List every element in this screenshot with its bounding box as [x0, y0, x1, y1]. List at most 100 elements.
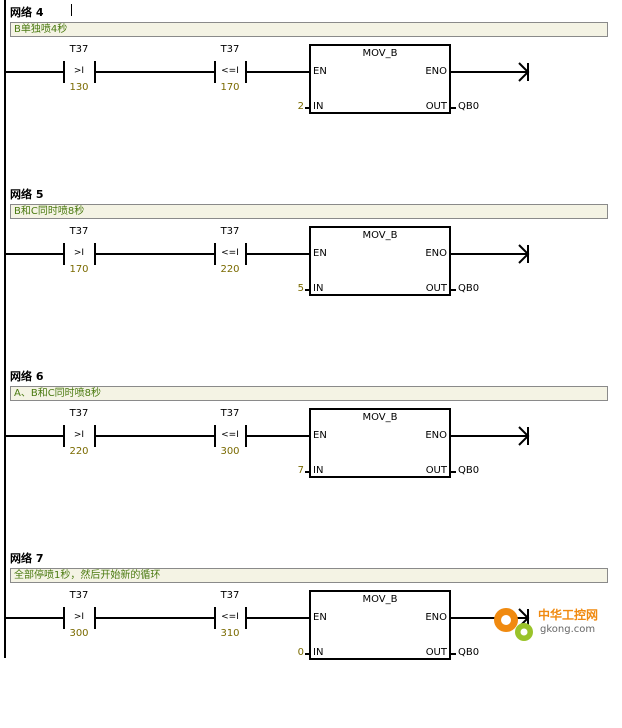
in-parameter[interactable]: 2 [297, 101, 304, 112]
contact-bar [245, 243, 247, 265]
contact-operand: T37 [220, 226, 240, 237]
contact-bar [94, 61, 96, 83]
contact-compare-value: 170 [220, 82, 240, 93]
network-comment[interactable]: B单独喷4秒 [10, 22, 608, 37]
contact-bar [94, 243, 96, 265]
watermark-text: 中华工控网 [538, 608, 599, 622]
compare-contact[interactable]: T37 <=I 310 [212, 590, 248, 640]
contact-compare-value: 220 [220, 264, 240, 275]
contact-bar [214, 243, 216, 265]
out-wire [451, 471, 456, 473]
block-title: MOV_B [362, 412, 398, 423]
rung-wire [246, 617, 309, 619]
in-parameter[interactable]: 5 [297, 283, 304, 294]
rung-end-marker [518, 244, 530, 264]
network[interactable]: 网络 7 全部停喷1秒，然后开始新的循环 T37 >I 300 T37 <=I 310 MOV_… [0, 546, 622, 728]
pin-en: EN [313, 248, 327, 259]
in-parameter[interactable]: 7 [297, 465, 304, 476]
contact-operator: >I [73, 612, 85, 622]
pin-out: OUT [425, 465, 447, 476]
in-wire [305, 653, 309, 655]
mov-b-block[interactable]: MOV_B EN ENO IN OUT [309, 226, 451, 296]
block-title: MOV_B [362, 594, 398, 605]
contact-compare-value: 130 [69, 82, 89, 93]
rung-wire [95, 253, 215, 255]
left-power-rail [4, 0, 6, 658]
contact-bar [245, 425, 247, 447]
rung-wire [6, 617, 64, 619]
rung-wire [95, 71, 215, 73]
contact-operand: T37 [220, 408, 240, 419]
pin-in: IN [313, 101, 324, 112]
out-parameter[interactable]: QB0 [458, 283, 480, 294]
contact-operator: <=I [221, 66, 239, 76]
block-title: MOV_B [362, 230, 398, 241]
compare-contact[interactable]: T37 <=I 220 [212, 226, 248, 276]
watermark: 中华工控网 gkong.com [486, 600, 616, 648]
pin-eno: ENO [425, 612, 447, 623]
rung-wire [6, 253, 64, 255]
contact-operand: T37 [69, 408, 89, 419]
contact-bar [214, 607, 216, 629]
pin-in: IN [313, 647, 324, 658]
out-wire [451, 653, 456, 655]
rung-wire [6, 71, 64, 73]
contact-operator: <=I [221, 430, 239, 440]
compare-contact[interactable]: T37 >I 300 [61, 590, 97, 640]
contact-operator: >I [73, 248, 85, 258]
contact-operator: <=I [221, 612, 239, 622]
pin-eno: ENO [425, 66, 447, 77]
in-wire [305, 289, 309, 291]
contact-compare-value: 300 [220, 446, 240, 457]
rung-wire [451, 71, 529, 73]
contact-compare-value: 300 [69, 628, 89, 639]
network-comment[interactable]: 全部停喷1秒，然后开始新的循环 [10, 568, 608, 583]
text-cursor [71, 4, 72, 16]
contact-bar [63, 607, 65, 629]
in-parameter[interactable]: 0 [297, 647, 304, 658]
contact-bar [63, 61, 65, 83]
rung-wire [6, 435, 64, 437]
network-title: 网络 5 [10, 188, 44, 201]
contact-operand: T37 [69, 590, 89, 601]
contact-bar [63, 243, 65, 265]
network-comment[interactable]: A、B和C同时喷8秒 [10, 386, 608, 401]
contact-compare-value: 310 [220, 628, 240, 639]
network-title: 网络 7 [10, 552, 44, 565]
contact-operand: T37 [220, 590, 240, 601]
network-comment[interactable]: B和C同时喷8秒 [10, 204, 608, 219]
pin-out: OUT [425, 283, 447, 294]
rung-wire [451, 253, 529, 255]
pin-en: EN [313, 66, 327, 77]
out-parameter[interactable]: QB0 [458, 465, 480, 476]
rung-wire [95, 617, 215, 619]
contact-bar [94, 607, 96, 629]
pin-out: OUT [425, 101, 447, 112]
pin-eno: ENO [425, 248, 447, 259]
gear-icon [494, 608, 533, 641]
compare-contact[interactable]: T37 <=I 300 [212, 408, 248, 458]
contact-operand: T37 [69, 226, 89, 237]
network-title: 网络 6 [10, 370, 44, 383]
out-parameter[interactable]: QB0 [458, 101, 480, 112]
contact-operator: <=I [221, 248, 239, 258]
rung-wire [246, 71, 309, 73]
pin-in: IN [313, 465, 324, 476]
in-wire [305, 471, 309, 473]
out-parameter[interactable]: QB0 [458, 647, 480, 658]
rung-wire [246, 435, 309, 437]
pin-en: EN [313, 612, 327, 623]
pin-in: IN [313, 283, 324, 294]
contact-operator: >I [73, 66, 85, 76]
